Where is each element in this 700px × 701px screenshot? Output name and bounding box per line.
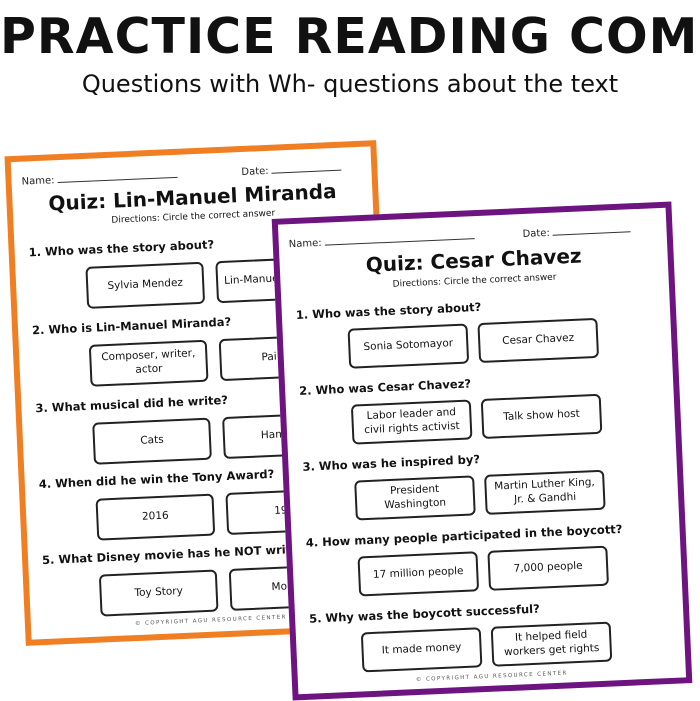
- answer-option[interactable]: Martin Luther King, Jr. & Gandhi: [484, 469, 606, 515]
- page-title: PRACTICE READING COMP: [0, 8, 700, 65]
- question-3: 3. What musical did he write?: [35, 392, 229, 416]
- copyright-notice: © COPYRIGHT AGU RESOURCE CENTER: [415, 670, 568, 684]
- question-5: 5. Why was the boycott successful?: [308, 601, 541, 626]
- name-field: Name:: [21, 168, 178, 188]
- answer-option[interactable]: 7,000 people: [487, 545, 609, 591]
- question-1: 1. Who was the story about?: [295, 299, 482, 322]
- answer-option[interactable]: Cats: [92, 417, 212, 465]
- question-4: 4. When did he win the Tony Award?: [38, 466, 275, 492]
- name-line: [324, 230, 475, 246]
- question-4: 4. How many people participated in the b…: [305, 521, 623, 550]
- name-label: Name:: [21, 175, 55, 188]
- date-field: Date:: [522, 223, 631, 240]
- date-line: [552, 223, 631, 236]
- question-2: 2. Who was Cesar Chavez?: [298, 376, 472, 398]
- answer-option[interactable]: Cesar Chavez: [477, 317, 600, 364]
- question-1: 1. Who was the story about?: [28, 237, 215, 260]
- answer-option[interactable]: It helped field workers get rights: [490, 621, 613, 667]
- answer-option[interactable]: 17 million people: [357, 551, 480, 597]
- answer-option[interactable]: Composer, writer, actor: [88, 339, 209, 387]
- date-field: Date:: [241, 161, 342, 179]
- answer-option[interactable]: 2016: [95, 493, 216, 541]
- answer-option[interactable]: Sylvia Mendez: [85, 261, 206, 309]
- date-line: [271, 161, 342, 174]
- name-line: [57, 168, 178, 184]
- page-subtitle: Questions with Wh- questions about the t…: [81, 70, 619, 98]
- answer-option[interactable]: Toy Story: [98, 569, 219, 617]
- date-label: Date:: [522, 227, 551, 241]
- date-label: Date:: [241, 165, 269, 179]
- name-label: Name:: [288, 237, 322, 251]
- name-field: Name:: [289, 230, 475, 250]
- answer-option[interactable]: Sonia Sotomayor: [347, 323, 470, 369]
- answer-option[interactable]: Labor leader and civil rights activist: [350, 399, 473, 445]
- question-2: 2. Who is Lin-Manuel Miranda?: [31, 314, 232, 338]
- question-3: 3. Who was he inspired by?: [302, 452, 481, 474]
- quiz-sheet-cesar-chavez: Name: Date: Quiz: Cesar Chavez Direction…: [271, 201, 693, 701]
- answer-option[interactable]: Talk show host: [480, 393, 603, 439]
- answer-option[interactable]: It made money: [360, 627, 483, 673]
- answer-option[interactable]: President Washington: [354, 475, 476, 521]
